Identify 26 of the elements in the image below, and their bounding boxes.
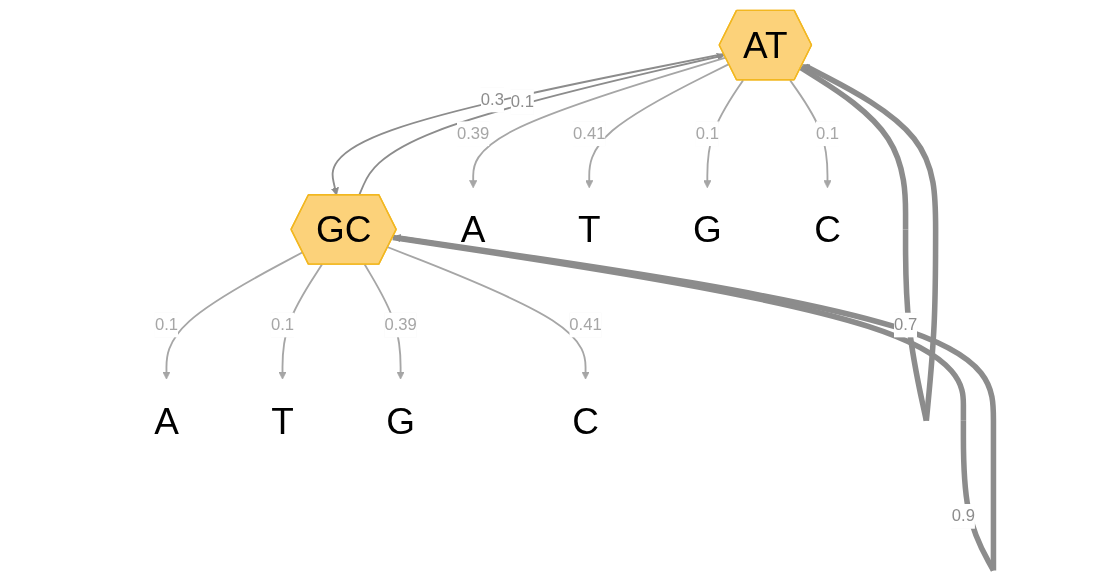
edge-label: 0.9 [951, 506, 975, 526]
arrow [469, 56, 727, 189]
edge-label: 0.41 [569, 315, 602, 334]
edge-label: 0.39 [457, 124, 490, 143]
node-text: T [271, 400, 294, 442]
edge-label: 0.7 [894, 315, 918, 334]
node-text: C [814, 209, 841, 250]
node-text: G [692, 209, 722, 250]
arrow [799, 63, 939, 422]
edge-label: 0.3 [480, 90, 505, 109]
node-text: G [386, 400, 416, 442]
node-text: C [572, 400, 599, 442]
edge-label: 0.1 [270, 315, 295, 334]
node-text: A [154, 400, 179, 442]
edge-label: 0.1 [154, 315, 179, 334]
edge-label: 0.1 [510, 92, 534, 111]
edge-label: 0.1 [815, 124, 840, 143]
arrow [162, 251, 304, 380]
edge-label: 0.1 [695, 124, 719, 143]
arrow [392, 234, 997, 572]
arrow [387, 246, 590, 380]
node-text: A [460, 209, 486, 250]
arrow [585, 63, 730, 189]
edge-label: 0.41 [573, 124, 606, 143]
edge-label: 0.39 [384, 315, 417, 334]
node-text: T [577, 209, 601, 250]
